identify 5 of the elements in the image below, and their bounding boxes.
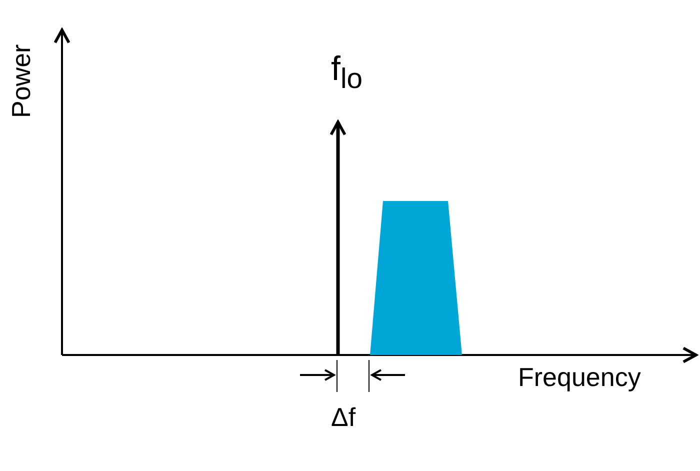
signal-band	[370, 201, 462, 355]
axis-label: Power	[8, 44, 34, 118]
axis-label: Frequency	[518, 364, 641, 390]
dimension-label: Δf	[331, 404, 356, 430]
signal-label: f$_{lo}$	[331, 52, 363, 94]
